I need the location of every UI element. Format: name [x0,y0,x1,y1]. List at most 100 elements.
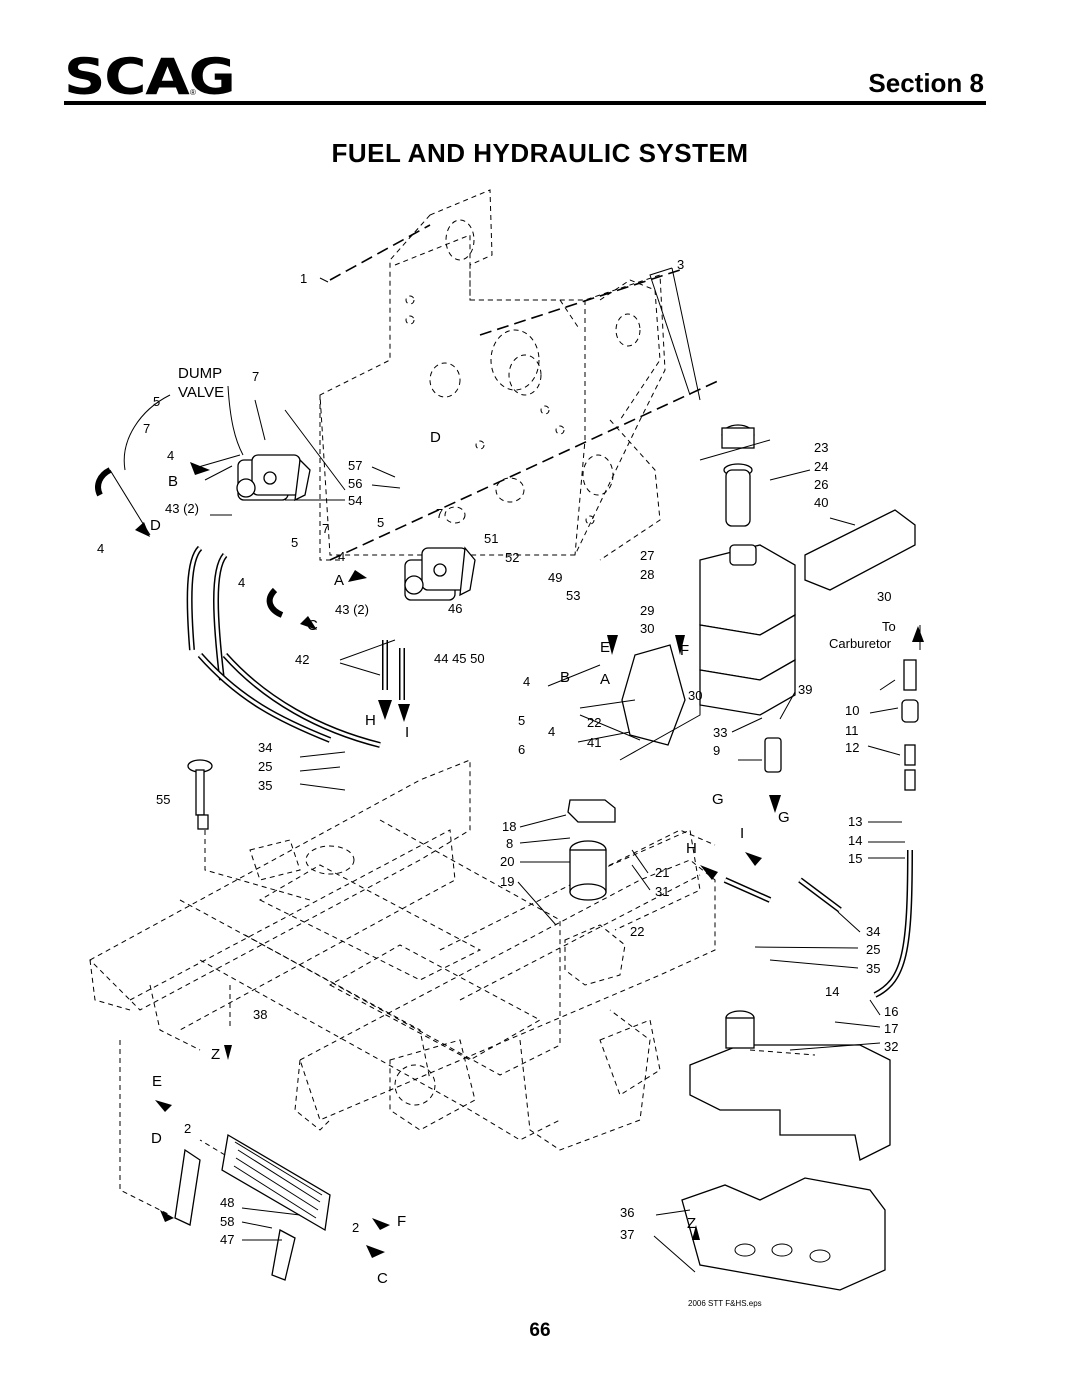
section-label: Section 8 [868,68,984,98]
callout-C: C [307,617,318,634]
callout-8: 8 [506,836,513,851]
callout-labels: 1 3 DUMP VALVE 7 5 7 4 B 43 (2) D 4 D 57… [97,257,898,1308]
callout-42: 42 [295,652,309,667]
hydraulic-pumps [236,454,476,601]
callout-C: C [377,1270,388,1287]
header-rule [64,101,986,105]
callout-53: 53 [566,588,580,603]
callout-30: 30 [688,688,702,703]
callout-34: 34 [258,740,272,755]
callout-7: 7 [436,506,443,521]
callout-29: 29 [640,603,654,618]
page-title: FUEL AND HYDRAULIC SYSTEM [331,138,749,168]
leader-lines-and-arrows [109,224,924,1273]
callout-51: 51 [484,531,498,546]
callout-18: 18 [502,819,516,834]
callout-2: 2 [184,1121,191,1136]
callout-39: 39 [798,682,812,697]
callout-30: 30 [877,589,891,604]
callout-H: H [686,840,697,857]
callout-A: A [600,671,610,688]
callout-33: 33 [713,725,727,740]
callout-dump: DUMP [178,365,222,382]
callout-40: 40 [814,495,828,510]
callout-14: 14 [848,833,862,848]
callout-4: 4 [523,674,530,689]
callout-to: To [882,619,896,634]
registered-mark: ® [190,88,196,97]
frame-drawing [89,189,716,1151]
callout-35: 35 [258,778,272,793]
callout-I: I [740,825,744,842]
callout-7: 7 [322,521,329,536]
callout-5: 5 [291,535,298,550]
callout-B: B [168,473,178,490]
callout-4: 4 [548,724,555,739]
callout-7: 7 [143,421,150,436]
hydraulic-reservoir-and-filters [174,424,919,1291]
callout-17: 17 [884,1021,898,1036]
callout-4: 4 [97,541,104,556]
callout-37: 37 [620,1227,634,1242]
callout-27: 27 [640,548,654,563]
callout-21: 21 [655,865,669,880]
callout-46: 46 [448,601,462,616]
callout-G: G [778,809,790,826]
callout-52: 52 [505,550,519,565]
callout-16: 16 [884,1004,898,1019]
callout-48: 48 [220,1195,234,1210]
callout-19: 19 [500,874,514,889]
callout-D: D [430,429,441,446]
callout-carburetor: Carburetor [829,636,892,651]
callout-2: 2 [352,1220,359,1235]
callout-41: 41 [587,735,601,750]
callout-D: D [151,1130,162,1147]
callout-22: 22 [630,924,644,939]
callout-55: 55 [156,792,170,807]
callout-43: 43 (2) [165,501,199,516]
callout-32: 32 [884,1039,898,1054]
callout-15: 15 [848,851,862,866]
callout-14: 14 [825,984,839,999]
page-number: 66 [529,1320,551,1341]
callout-5: 5 [518,713,525,728]
callout-5: 5 [153,394,160,409]
callout-49: 49 [548,570,562,585]
callout-4: 4 [338,549,345,564]
callout-25: 25 [258,759,272,774]
callout-26: 26 [814,477,828,492]
callout-58: 58 [220,1214,234,1229]
callout-36: 36 [620,1205,634,1220]
callout-25: 25 [866,942,880,957]
callout-5: 5 [377,515,384,530]
callout-43: 43 (2) [335,602,369,617]
callout-9: 9 [713,743,720,758]
callout-20: 20 [500,854,514,869]
callout-34: 34 [866,924,880,939]
callout-B: B [560,669,570,686]
callout-Z: Z [687,1215,696,1232]
file-name: 2006 STT F&HS.eps [688,1299,762,1308]
callout-10: 10 [845,703,859,718]
callout-28: 28 [640,567,654,582]
callout-I: I [405,724,409,741]
callout-38: 38 [253,1007,267,1022]
callout-56: 56 [348,476,362,491]
callout-6: 6 [518,742,525,757]
callout-3: 3 [677,257,684,272]
callout-13: 13 [848,814,862,829]
callout-Z: Z [211,1046,220,1063]
callout-E: E [152,1073,162,1090]
callout-D: D [150,517,161,534]
hydraulic-hoses [95,467,913,998]
callout-23: 23 [814,440,828,455]
callout-F: F [397,1213,406,1230]
callout-1: 1 [300,271,307,286]
callout-22: 22 [587,715,601,730]
callout-30: 30 [640,621,654,636]
callout-31: 31 [655,884,669,899]
callout-G: G [712,791,724,808]
callout-7: 7 [252,369,259,384]
callout-4: 4 [238,575,245,590]
